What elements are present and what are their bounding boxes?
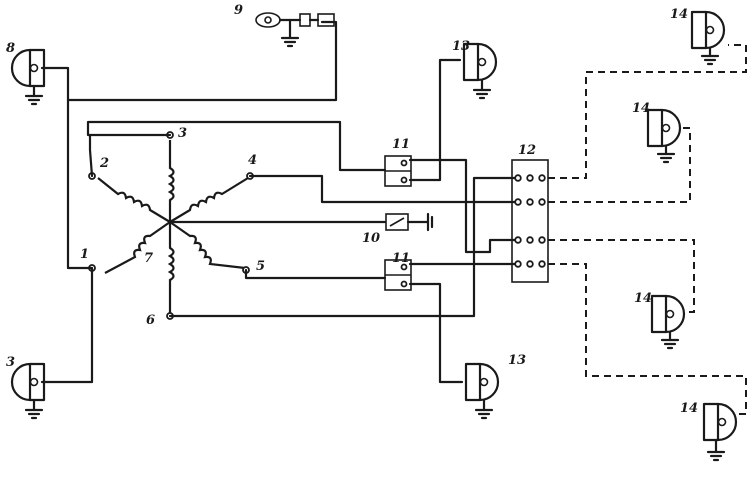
coil-down bbox=[167, 247, 175, 316]
generator-stator bbox=[88, 131, 387, 320]
lamp-13-bottom bbox=[464, 362, 500, 420]
component-10 bbox=[385, 212, 434, 232]
coil-upright bbox=[188, 177, 249, 211]
lamp-8 bbox=[10, 48, 46, 106]
label-14-d: 14 bbox=[680, 401, 698, 416]
label-10: 10 bbox=[362, 231, 380, 246]
label-2: 2 bbox=[99, 156, 109, 171]
lamp-3 bbox=[10, 362, 46, 420]
coil-upleft bbox=[97, 177, 152, 211]
label-13-bottom: 13 bbox=[508, 353, 526, 368]
label-3-top: 3 bbox=[178, 126, 187, 141]
label-5: 5 bbox=[256, 259, 265, 274]
label-14-b: 14 bbox=[632, 101, 650, 116]
lamp-14-d bbox=[702, 402, 738, 462]
label-13-top: 13 bbox=[452, 39, 470, 54]
coil-downleft bbox=[104, 234, 151, 274]
labels: 8 9 3 2 4 7 1 5 6 3 10 11 11 12 13 13 14… bbox=[6, 3, 698, 416]
relay-11-top bbox=[384, 155, 412, 187]
coil-downright bbox=[189, 234, 246, 270]
label-8: 8 bbox=[6, 41, 15, 56]
terminal-block-12 bbox=[511, 159, 549, 283]
lamp-14-b bbox=[646, 108, 682, 164]
label-14-c: 14 bbox=[634, 291, 652, 306]
component-9 bbox=[255, 12, 335, 48]
label-14-a: 14 bbox=[670, 7, 688, 22]
label-11-top: 11 bbox=[392, 137, 410, 152]
label-12: 12 bbox=[518, 143, 536, 158]
lamp-14-c bbox=[650, 294, 686, 350]
coil-up bbox=[167, 140, 175, 201]
dashed-wiring bbox=[548, 44, 747, 415]
wiring bbox=[40, 20, 520, 384]
label-4: 4 bbox=[248, 153, 257, 168]
label-1: 1 bbox=[80, 247, 89, 262]
label-7: 7 bbox=[144, 251, 153, 266]
lamp-14-a bbox=[690, 10, 726, 66]
label-9: 9 bbox=[234, 3, 243, 18]
relay-11-bottom bbox=[384, 259, 412, 291]
label-3-bottom: 3 bbox=[6, 355, 15, 370]
lamp-13-top bbox=[462, 42, 498, 100]
label-6: 6 bbox=[146, 313, 155, 328]
label-11-bottom: 11 bbox=[392, 251, 410, 266]
